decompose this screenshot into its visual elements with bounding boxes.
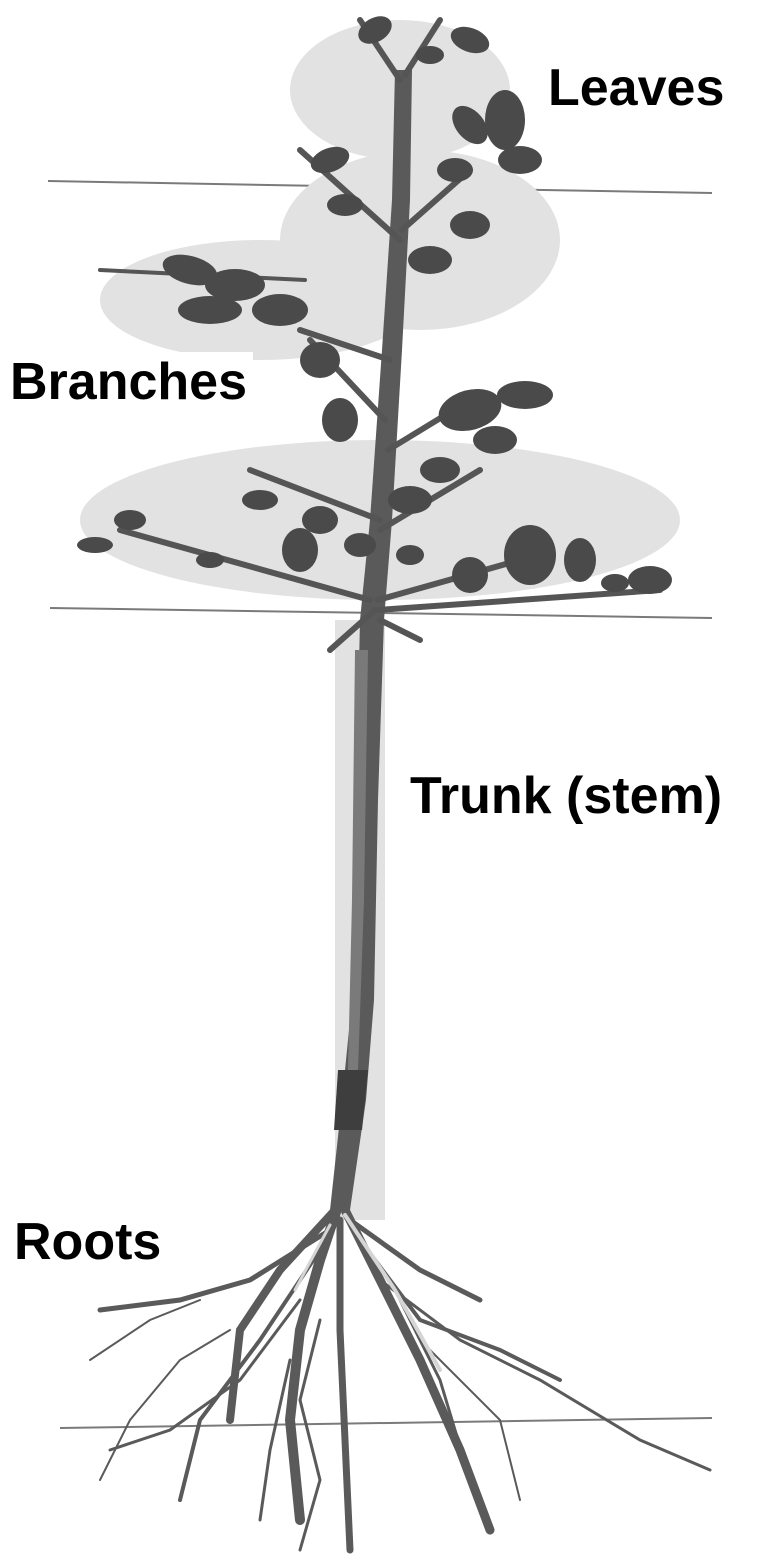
branches-label: Branches xyxy=(4,352,253,414)
leaves-label: Leaves xyxy=(548,62,724,114)
roots xyxy=(90,1200,710,1550)
roots-label: Roots xyxy=(8,1212,167,1274)
trunk-label: Trunk (stem) xyxy=(410,770,722,822)
